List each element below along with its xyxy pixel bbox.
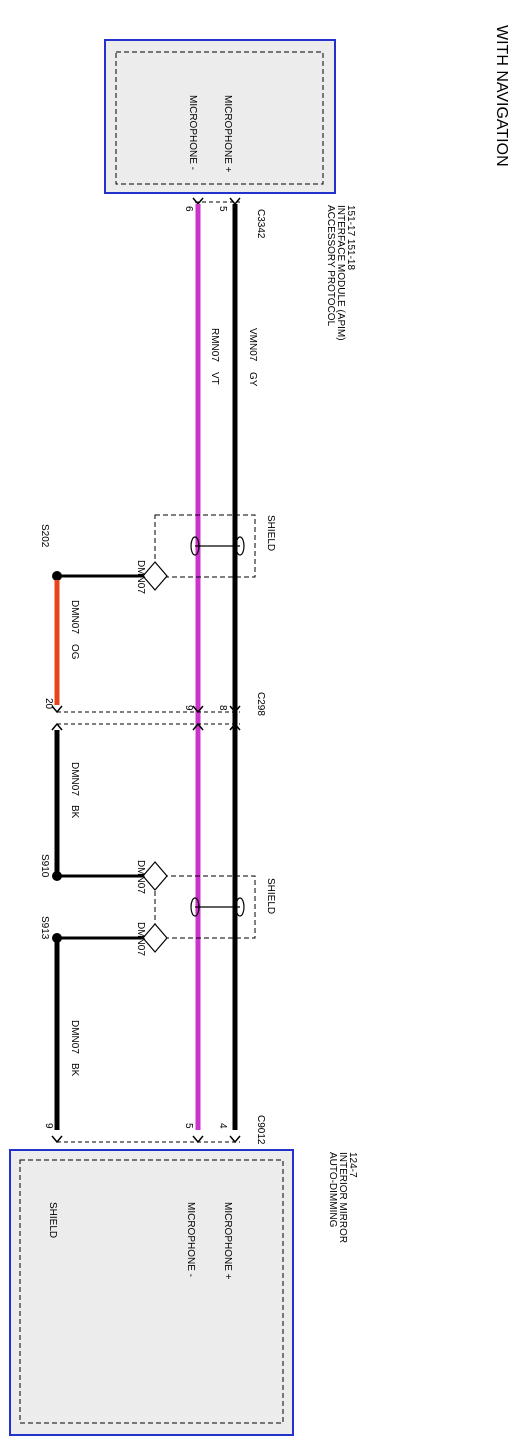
apim-pin-label-mic-plus: MICROPHONE + — [222, 95, 233, 173]
apim-module: MICROPHONE + MICROPHONE - — [104, 39, 336, 194]
mirror-name: AUTO-DIMMING INTERIOR MIRROR 124-7 — [327, 1152, 358, 1243]
mirror-connector-label: C9012 — [255, 1115, 266, 1145]
mirror-name-line-3: 124-7 — [347, 1152, 358, 1178]
splice-s913-label: S913 — [39, 916, 50, 940]
splice-s913 — [52, 933, 62, 943]
mirror-name-line-1: AUTO-DIMMING — [327, 1152, 338, 1228]
drain-diamond-icon — [142, 861, 168, 891]
mirror-pin-9: 9 — [43, 1123, 54, 1129]
splice-s202 — [52, 571, 62, 581]
apim-pin-label-mic-minus: MICROPHONE - — [187, 95, 198, 170]
wire-og-color-code: OG — [69, 644, 80, 660]
splice-s910-label: S910 — [39, 854, 50, 878]
shield-1-label: SHIELD — [265, 515, 276, 551]
apim-pin-5: 5 — [217, 206, 228, 212]
apim-name-line-3: 151-17 151-18 — [345, 205, 356, 270]
mirror-pin-5: 5 — [183, 1123, 194, 1129]
mirror-pin-label-mic-plus: MICROPHONE + — [222, 1202, 233, 1280]
connector-arrow-icon — [229, 1135, 241, 1144]
apim-name-line-1: ACCESSORY PROTOCOL — [325, 205, 336, 327]
wire-gy-circuit: VMN07 — [247, 328, 258, 362]
drain-2-label: DMN07 — [135, 860, 146, 894]
mirror-name-line-2: INTERIOR MIRROR — [337, 1152, 348, 1243]
c298-pin-9: 9 — [183, 705, 194, 711]
apim-name: ACCESSORY PROTOCOL INTERFACE MODULE (API… — [325, 205, 356, 341]
connector-arrow-icon — [229, 197, 241, 206]
inline-connector-c298 — [51, 705, 241, 731]
c298-pin-8: 8 — [217, 705, 228, 711]
drain-diamond-icon — [142, 561, 168, 591]
diagram-title: WITH NAVIGATION — [493, 25, 510, 167]
connector-arrow-icon — [51, 1135, 63, 1144]
mirror-module: MICROPHONE + MICROPHONE - SHIELD — [9, 1149, 294, 1436]
apim-connector-label: C3342 — [255, 209, 266, 239]
shield-2: SHIELD — [154, 875, 276, 939]
splice-s202-label: S202 — [39, 524, 50, 548]
connector-arrow-icon — [192, 1135, 204, 1144]
c298-label: C298 — [255, 692, 266, 716]
apim-pin-6: 6 — [183, 206, 194, 212]
drain-diamond-icon — [142, 923, 168, 953]
wire-vt-circuit: RMN07 — [209, 328, 220, 362]
mirror-pin-4: 4 — [217, 1123, 228, 1129]
c298-pin-20: 20 — [43, 698, 54, 710]
wire-bk1-color-code: BK — [69, 805, 80, 819]
wire-bk2-color-code: BK — [69, 1063, 80, 1077]
splice-s910 — [52, 871, 62, 881]
wire-bk1-circuit: DMN07 — [69, 762, 80, 796]
wire-og-circuit: DMN07 — [69, 600, 80, 634]
apim-name-line-2: INTERFACE MODULE (APIM) — [335, 205, 346, 341]
mirror-pin-label-mic-minus: MICROPHONE - — [185, 1202, 196, 1277]
shield-1: SHIELD — [154, 514, 276, 578]
wire-vt-color-code: VT — [209, 372, 220, 385]
drain-3-label: DMN07 — [135, 922, 146, 956]
shield-2-label: SHIELD — [265, 878, 276, 914]
connector-arrow-icon — [192, 197, 204, 206]
wire-bk2-circuit: DMN07 — [69, 1020, 80, 1054]
mirror-pin-label-shield: SHIELD — [47, 1202, 58, 1238]
wire-gy-color-code: GY — [247, 372, 258, 387]
drain-1-label: DMN07 — [135, 560, 146, 594]
